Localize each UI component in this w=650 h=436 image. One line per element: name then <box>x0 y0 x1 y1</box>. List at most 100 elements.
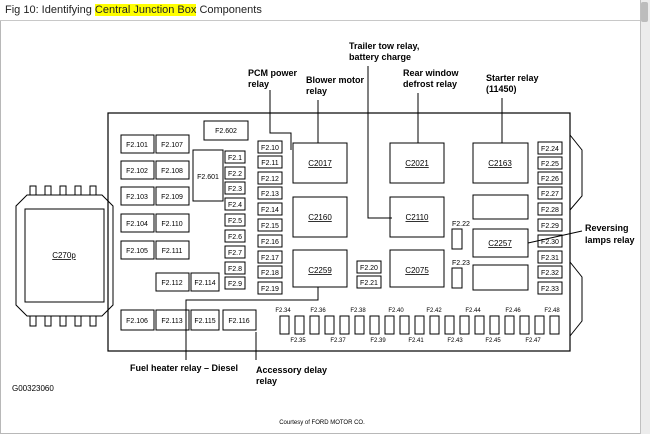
bottom-fuse-row-labels-top: F2.34 F2.36 F2.38 F2.40 F2.42 F2.44 F2.4… <box>275 308 560 314</box>
fuse-f2-23: F2.23 <box>452 260 470 267</box>
fuse-f2-28: F2.28 <box>541 207 559 214</box>
scrollbar-thumb[interactable] <box>641 2 648 22</box>
relay-c2021: C2021 <box>405 159 429 168</box>
fuse-f2-111: F2.111 <box>162 248 183 255</box>
callout-accessory-line2: relay <box>256 376 277 386</box>
mini-fuse-column-2 <box>257 140 283 295</box>
bottom-fuse-row <box>279 315 560 335</box>
fuse-f2-39: F2.39 <box>370 338 386 344</box>
mini-fuse-column-1-labels: F2.1 F2.2 F2.3 F2.4 F2.5 F2.6 F2.7 F2.8 … <box>228 155 242 288</box>
fuse-f2-36: F2.36 <box>310 308 326 314</box>
fuse-f2-3: F2.3 <box>228 186 242 193</box>
fuse-f2-20: F2.20 <box>360 265 378 272</box>
callout-labels: PCM power relay Blower motor relay Trail… <box>130 41 635 386</box>
fuse-f2-113: F2.113 <box>161 318 182 325</box>
fuse-f2-26: F2.26 <box>541 176 559 183</box>
fuse-f2-27: F2.27 <box>541 191 559 198</box>
fuse-f2-104: F2.104 <box>126 221 148 228</box>
callout-blower-line1: Blower motor <box>306 75 365 85</box>
middle-fuse-labels: F2.20 F2.21 F2.22 F2.23 <box>360 221 470 287</box>
leader-pcm <box>269 90 292 150</box>
fuse-f2-15: F2.15 <box>261 223 279 230</box>
fuse-f2-14: F2.14 <box>261 207 279 214</box>
relay-c2259: C2259 <box>308 266 332 275</box>
fuse-f2-34: F2.34 <box>275 308 291 314</box>
relay-c2259-box <box>292 249 348 288</box>
credit-line: Courtesy of FORD MOTOR CO. <box>279 420 365 426</box>
title-prefix: Fig 10: Identifying <box>5 4 95 16</box>
callout-accessory-line1: Accessory delay <box>256 365 327 375</box>
callout-pcm-line2: relay <box>248 79 269 89</box>
fuse-f2-31: F2.31 <box>541 255 559 262</box>
fuse-f2-46: F2.46 <box>505 308 521 314</box>
fuse-f2-44: F2.44 <box>465 308 481 314</box>
bottom-fuse-row-labels-bottom: F2.35 F2.37 F2.39 F2.41 F2.43 F2.45 F2.4… <box>290 338 541 344</box>
fuse-f2-103: F2.103 <box>126 194 148 201</box>
fuse-f2-37: F2.37 <box>330 338 346 344</box>
fuse-f2-6: F2.6 <box>228 234 242 241</box>
fuse-f2-33: F2.33 <box>541 286 559 293</box>
callout-rear-line1: Rear window <box>403 68 460 78</box>
relay-c2075: C2075 <box>405 266 429 275</box>
relay-c2160-box <box>292 196 348 238</box>
callout-pcm-line1: PCM power <box>248 68 298 78</box>
relay-c2160: C2160 <box>308 213 332 222</box>
connector-pins-top <box>29 185 97 196</box>
fuse-f2-22: F2.22 <box>452 221 470 228</box>
fuse-f2-4: F2.4 <box>228 202 242 209</box>
relays <box>292 142 529 291</box>
fuse-f2-101: F2.101 <box>126 142 148 149</box>
scrollbar-track[interactable] <box>640 0 650 434</box>
connector-pins-bottom <box>29 315 97 327</box>
title-highlight: Central Junction Box <box>94 4 197 16</box>
diagram-id: G00323060 <box>12 384 54 393</box>
right-fuse-column-labels: F2.24 F2.25 F2.26 F2.27 F2.28 F2.29 F2.3… <box>541 146 559 293</box>
fuse-f2-602: F2.602 <box>215 128 237 135</box>
fuse-f2-35: F2.35 <box>290 338 306 344</box>
relay-c2257-box <box>472 228 529 258</box>
figure-title: Fig 10: Identifying Central Junction Box… <box>0 0 645 21</box>
left-fuse-grid <box>120 120 257 331</box>
fuse-f2-48: F2.48 <box>544 308 560 314</box>
fuse-f2-21: F2.21 <box>360 280 378 287</box>
right-fuse-column <box>537 141 563 295</box>
fuse-f2-45: F2.45 <box>485 338 501 344</box>
fuse-f2-13: F2.13 <box>261 191 279 198</box>
fuse-f2-12: F2.12 <box>261 176 279 183</box>
callout-blower-line2: relay <box>306 86 327 96</box>
fuse-f2-41: F2.41 <box>408 338 424 344</box>
fuse-f2-106: F2.106 <box>126 318 148 325</box>
relay-c2021-box <box>389 142 445 184</box>
fuse-f2-110: F2.110 <box>161 221 182 228</box>
fuse-f2-47: F2.47 <box>525 338 541 344</box>
right-mount-tab-lower <box>569 261 583 337</box>
fuse-f2-2: F2.2 <box>228 171 242 178</box>
fuse-f2-8: F2.8 <box>228 266 242 273</box>
mini-fuse-column-2-labels: F2.10 F2.11 F2.12 F2.13 F2.14 F2.15 F2.1… <box>261 145 279 293</box>
relay-c2163: C2163 <box>488 159 512 168</box>
fuse-f2-102: F2.102 <box>126 168 148 175</box>
relay-c2163-box <box>472 142 529 184</box>
callout-fuel: Fuel heater relay – Diesel <box>130 363 238 373</box>
connector-c270p <box>15 185 114 327</box>
fuse-f2-16: F2.16 <box>261 239 279 246</box>
title-suffix: Components <box>196 4 262 16</box>
connector-inner <box>24 208 105 303</box>
fuse-f2-25: F2.25 <box>541 161 559 168</box>
left-fuse-labels: F2.101 F2.107 F2.102 F2.108 F2.103 F2.10… <box>126 128 250 325</box>
fuse-f2-40: F2.40 <box>388 308 404 314</box>
fuse-f2-17: F2.17 <box>261 255 279 262</box>
fuse-f2-114: F2.114 <box>194 280 215 287</box>
relay-c2017: C2017 <box>308 159 332 168</box>
fuse-f2-38: F2.38 <box>350 308 366 314</box>
leader-reversing <box>527 230 583 244</box>
relay-c2017-box <box>292 142 348 184</box>
fuse-f2-109: F2.109 <box>161 194 183 201</box>
fuse-f2-18: F2.18 <box>261 270 279 277</box>
fuse-f2-42: F2.42 <box>426 308 442 314</box>
callout-starter-line1: Starter relay <box>486 73 539 83</box>
fuse-f2-43: F2.43 <box>447 338 463 344</box>
fuse-f2-115: F2.115 <box>194 318 215 325</box>
fuse-f2-112: F2.112 <box>161 280 182 287</box>
